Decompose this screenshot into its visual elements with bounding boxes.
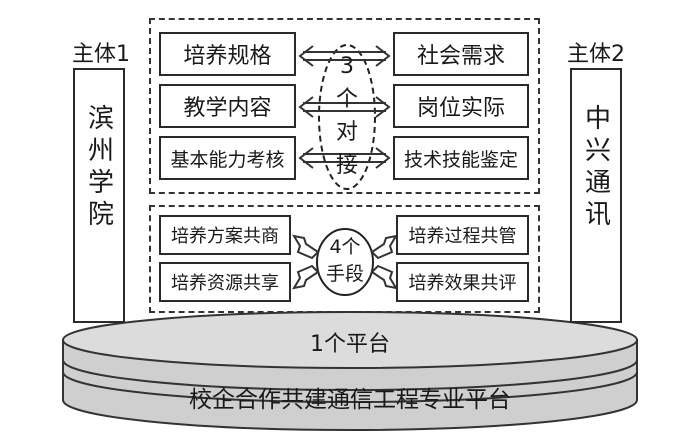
- alignment-left-box: 基本能力考核: [159, 136, 296, 180]
- subject2-pillar: 中兴通讯: [570, 68, 622, 323]
- alignment-right-box: 岗位实际: [393, 84, 529, 128]
- means-left-box: 培养资源共享: [159, 262, 291, 302]
- alignment-center-label: 3 个 对 接: [327, 50, 367, 182]
- subject1-label: 主体1: [72, 42, 130, 67]
- means-center-label: 4个 手段: [317, 234, 373, 288]
- means-right-box: 培养过程共管: [396, 215, 529, 255]
- means-arrows: [291, 234, 399, 290]
- subject1-name: 滨州学院: [83, 104, 114, 232]
- means-left-box: 培养方案共商: [159, 215, 291, 255]
- means-frame: [149, 205, 540, 313]
- means-right-box: 培养效果共评: [396, 262, 529, 302]
- alignment-frame: [149, 18, 540, 194]
- alignment-left-box: 培养规格: [159, 32, 296, 76]
- subject1-pillar: 滨州学院: [73, 68, 125, 323]
- means-ellipse: [316, 228, 374, 296]
- means-center-line: 4个: [329, 236, 361, 258]
- alignment-center-char: 3: [340, 54, 354, 79]
- alignment-center-char: 对: [335, 120, 358, 145]
- alignment-right-box: 社会需求: [393, 32, 529, 76]
- alignment-center-char: 个: [335, 87, 358, 112]
- platform-disc: [62, 311, 638, 431]
- subject2-label: 主体2: [567, 42, 625, 67]
- alignment-arrows: [298, 45, 391, 169]
- platform-top-label: 1个平台: [310, 332, 390, 357]
- alignment-right-box: 技术技能鉴定: [393, 136, 529, 180]
- alignment-center-char: 接: [335, 153, 358, 178]
- means-center-line: 手段: [325, 263, 364, 285]
- platform-bottom-label: 校企合作共建通信工程专业平台: [189, 387, 511, 413]
- subject2-name: 中兴通讯: [580, 104, 611, 232]
- alignment-left-box: 教学内容: [159, 84, 296, 128]
